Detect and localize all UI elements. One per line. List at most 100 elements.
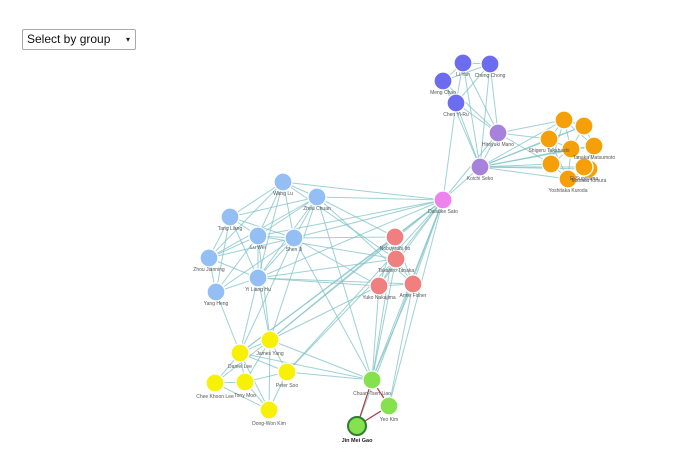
graph-node-blue[interactable] [248, 268, 268, 288]
graph-edge [239, 352, 373, 381]
graph-node-blue[interactable] [206, 282, 226, 302]
graph-edge [479, 138, 550, 168]
graph-edge [293, 236, 396, 239]
graph-node-red[interactable] [403, 274, 423, 294]
graph-node-orange[interactable] [554, 110, 574, 130]
graph-node-yellow[interactable] [259, 400, 279, 420]
graph-edge [239, 237, 295, 354]
graph-edge [388, 199, 444, 407]
node-label: Tanaka Matsumoto [573, 155, 615, 161]
node-label: Tang Liang [218, 226, 243, 232]
graph-edge [269, 285, 380, 341]
graph-node-indigo[interactable] [433, 71, 453, 91]
node-label: Daniel Lee [228, 364, 252, 370]
graph-node-red[interactable] [386, 249, 406, 269]
graph-node-indigo[interactable] [446, 93, 466, 113]
graph-node-blue[interactable] [284, 228, 304, 248]
graph-edge [214, 382, 270, 411]
graph-node-blue[interactable] [220, 207, 240, 227]
graph-node-yellow[interactable] [235, 372, 255, 392]
graph-edge [215, 235, 259, 293]
graph-node-green[interactable] [347, 416, 367, 436]
graph-edge [442, 102, 457, 201]
graph-node-green[interactable] [362, 370, 382, 390]
graph-edge [388, 283, 414, 407]
node-label: Yuko Nakajima [362, 295, 396, 301]
graph-node-blue[interactable] [273, 172, 293, 192]
graph-node-indigo[interactable] [480, 54, 500, 74]
node-label: Shen Ji [286, 247, 303, 253]
graph-edge [229, 181, 284, 218]
node-label: Cheng Chong [475, 73, 506, 79]
node-label: Dong-Won Kim [252, 421, 286, 427]
graph-edge [229, 216, 259, 279]
node-label: Daisuke Sato [428, 209, 458, 215]
graph-edge [462, 62, 481, 168]
graph-node-orange[interactable] [561, 139, 581, 159]
group-select-label: Select by group [27, 32, 111, 46]
graph-node-yellow[interactable] [277, 362, 297, 382]
graph-edge [268, 339, 271, 411]
graph-node-purple[interactable] [470, 157, 490, 177]
graph-edge [215, 291, 241, 354]
node-label: Chee Khoon Lee [196, 394, 234, 400]
graph-node-green[interactable] [379, 396, 399, 416]
graph-node-orange[interactable] [541, 154, 561, 174]
graph-edge [316, 196, 373, 381]
graph-edge [269, 196, 318, 341]
graph-node-blue[interactable] [248, 226, 268, 246]
graph-node-orange[interactable] [574, 116, 594, 136]
node-label: Zhou Jianning [193, 267, 225, 273]
chevron-down-icon: ▾ [125, 35, 130, 44]
graph-node-orange[interactable] [539, 129, 559, 149]
graph-node-yellow[interactable] [260, 330, 280, 350]
node-label: Chen Yi-Ru [443, 112, 469, 118]
graph-edge [282, 181, 397, 260]
graph-node-purple[interactable] [488, 123, 508, 143]
node-label: Hiroyuki Mano [482, 142, 514, 148]
node-label: Nobuyoshi Ito [380, 246, 411, 252]
node-label: Li Yan [456, 72, 470, 78]
node-label: Shigeru Takahashi [528, 148, 569, 154]
graph-edge [442, 80, 481, 168]
graph-node-blue[interactable] [199, 248, 219, 268]
graph-node-yellow[interactable] [205, 373, 225, 393]
node-label: Zhou Chuan [303, 206, 331, 212]
graph-edge [282, 181, 444, 201]
node-label: James Yang [256, 351, 284, 357]
node-label: Wang Lu [273, 191, 293, 197]
graph-edge [293, 237, 373, 381]
graph-edge [286, 371, 373, 381]
graph-edge [316, 196, 396, 238]
graph-node-indigo[interactable] [453, 53, 473, 73]
graph-node-red[interactable] [385, 227, 405, 247]
graph-node-yellow[interactable] [230, 343, 250, 363]
graph-edge [257, 199, 444, 279]
graph-node-orange[interactable] [574, 157, 594, 177]
graph-node-orange[interactable] [584, 136, 604, 156]
graph-edge [208, 237, 295, 259]
node-label: Koichi Seko [467, 176, 494, 182]
node-label: Peter Soo [276, 383, 298, 389]
graph-edge [229, 196, 318, 218]
graph-edge [371, 285, 380, 381]
node-label: Yi Liang Hu [245, 287, 271, 293]
graph-edge [316, 196, 444, 201]
graph-edge [286, 199, 444, 373]
graph-edge [462, 62, 499, 134]
node-label: Anne Fisher [400, 293, 427, 299]
graph-edge [442, 80, 499, 134]
graph-edge [293, 199, 444, 239]
graph-node-red[interactable] [369, 276, 389, 296]
graph-edge [208, 181, 284, 259]
node-label: Chuan-Tsen Liao [353, 391, 391, 397]
graph-node-blue[interactable] [307, 187, 327, 207]
group-select-dropdown[interactable]: Select by group ▾ [22, 29, 136, 50]
graph-edge [257, 277, 271, 341]
graph-node-orange[interactable] [558, 169, 578, 189]
graph-node-pink[interactable] [433, 190, 453, 210]
graph-edge [316, 196, 414, 285]
node-label: Yeo Kim [380, 417, 398, 423]
